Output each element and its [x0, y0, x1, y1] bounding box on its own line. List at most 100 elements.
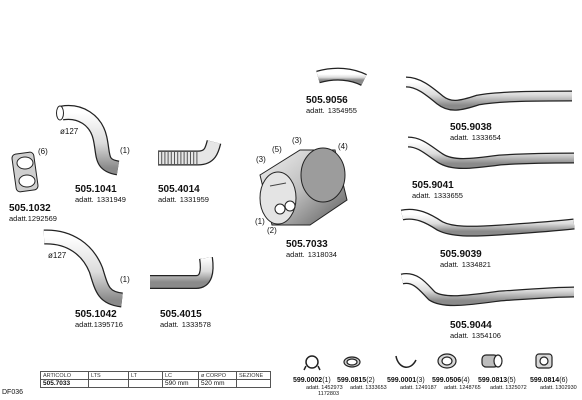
spec-table-row: 505.7033 590 mm 520 mm	[40, 379, 271, 388]
adatt-label: adatt.	[158, 195, 177, 204]
part-adatt: adatt.1333655	[412, 191, 463, 200]
spec-cell	[88, 379, 129, 388]
drawing-code: DF036	[2, 389, 24, 396]
adatt-number: 1318034	[307, 250, 337, 259]
spec-header-cell: LT	[128, 371, 163, 380]
part-505-4015-drawing	[150, 257, 214, 289]
spec-cell	[236, 379, 271, 388]
adatt-number: 1292569	[27, 214, 57, 223]
part-callout: (3)	[292, 136, 302, 145]
adatt-label: adatt.	[306, 106, 325, 115]
small-part-adatt: adatt. 1248765	[444, 385, 481, 391]
part-callout: (6)	[38, 147, 48, 156]
part-505-1041-drawing	[56, 104, 120, 176]
adatt-number: 1395716	[93, 320, 123, 329]
part-code: 505.4015	[160, 309, 202, 320]
gasket-icon	[437, 353, 457, 369]
small-part-adatt: adatt. 1249187	[400, 385, 437, 391]
part-505-7033-drawing	[259, 147, 348, 226]
flange-gasket-icon	[535, 353, 553, 369]
part-code: 505.1041	[75, 184, 117, 195]
small-part-code: 599.0002(1)	[293, 377, 331, 384]
adatt-label: adatt.	[160, 320, 179, 329]
spec-table-header: ARTICOLO LTS LT LC ø CORPO SEZIONE	[40, 371, 271, 380]
part-code: 505.9056	[306, 95, 348, 106]
part-code: 505.7033	[286, 239, 328, 250]
part-callout: ø127	[60, 127, 79, 136]
part-code: 505.1042	[75, 309, 117, 320]
part-505-4014-drawing	[158, 140, 222, 166]
adatt-number: 1333655	[433, 191, 463, 200]
part-adatt: adatt.1292569	[9, 214, 57, 223]
part-code: 505.9041	[412, 180, 454, 191]
part-callout: (1)	[255, 217, 265, 226]
adatt-number: 1333654	[471, 133, 501, 142]
part-adatt: adatt.1354955	[306, 106, 357, 115]
adatt-label: adatt.	[440, 260, 459, 269]
part-code: 505.9039	[440, 249, 482, 260]
adatt-label: adatt.	[450, 133, 469, 142]
part-callout: (1)	[120, 275, 130, 284]
part-callout: (1)	[120, 146, 130, 155]
part-callout: (2)	[267, 226, 277, 235]
part-callout: (3)	[256, 155, 266, 164]
small-part-adatt: adatt. 1452973	[306, 385, 343, 391]
spec-cell	[128, 379, 163, 388]
part-adatt: adatt.1334821	[440, 260, 491, 269]
spec-header-cell: LTS	[88, 371, 129, 380]
adatt-label: adatt.	[9, 214, 28, 223]
part-505-1042-drawing	[43, 229, 124, 308]
sleeve-icon	[481, 354, 503, 368]
small-part-adatt: adatt. 1325072	[490, 385, 527, 391]
adatt-number: 1354106	[471, 331, 501, 340]
strap-icon	[395, 355, 417, 368]
part-code: 505.9038	[450, 122, 492, 133]
adatt-label: adatt.	[75, 320, 94, 329]
spec-header-cell: ø CORPO	[198, 371, 237, 380]
part-adatt: adatt.1318034	[286, 250, 337, 259]
adatt-label: adatt.	[450, 331, 469, 340]
part-adatt: adatt.1333578	[160, 320, 211, 329]
part-code: 505.1032	[9, 203, 51, 214]
spec-header-cell: ARTICOLO	[40, 371, 89, 380]
part-callout: ø127	[48, 251, 67, 260]
small-part-adatt: adatt. 1333653	[350, 385, 387, 391]
adatt-label: adatt.	[75, 195, 94, 204]
adatt-number: 1331949	[96, 195, 126, 204]
adatt-number: 1333578	[181, 320, 211, 329]
part-505-9041-drawing	[407, 136, 575, 169]
spec-header-cell: SEZIONE	[236, 371, 271, 380]
part-adatt: adatt.1331949	[75, 195, 126, 204]
part-callout: (5)	[272, 145, 282, 154]
part-505-9044-drawing	[400, 273, 575, 307]
part-code: 505.9044	[450, 320, 492, 331]
adatt-label: adatt.	[286, 250, 305, 259]
part-adatt: adatt.1395716	[75, 320, 123, 329]
part-adatt: adatt.1354106	[450, 331, 501, 340]
pipe-clamp-icon	[303, 355, 321, 371]
small-part-code: 599.0814(6)	[530, 377, 568, 384]
spec-cell: 505.7033	[40, 379, 89, 388]
adatt-number: 1334821	[461, 260, 491, 269]
hose-clamp-icon	[343, 356, 361, 368]
adatt-number: 1331959	[179, 195, 209, 204]
spec-table: ARTICOLO LTS LT LC ø CORPO SEZIONE 505.7…	[40, 371, 271, 388]
small-part-code: 599.0506(4)	[432, 377, 470, 384]
part-adatt: adatt.1331959	[158, 195, 209, 204]
adatt-number: 1354955	[327, 106, 357, 115]
spec-header-cell: LC	[162, 371, 199, 380]
spec-cell: 520 mm	[198, 379, 237, 388]
small-part-code: 599.0001(3)	[387, 377, 425, 384]
part-505-9039-drawing	[400, 208, 575, 237]
small-part-adatt-2: 1172803	[318, 391, 340, 397]
part-code: 505.4014	[158, 184, 200, 195]
part-505-9056-drawing	[316, 67, 367, 86]
spec-cell: 590 mm	[162, 379, 199, 388]
part-callout: (4)	[338, 142, 348, 151]
adatt-label: adatt.	[412, 191, 431, 200]
part-505-9038-drawing	[405, 76, 573, 111]
part-adatt: adatt.1333654	[450, 133, 501, 142]
small-part-adatt: adatt. 1302930	[540, 385, 577, 391]
small-part-code: 599.0813(5)	[478, 377, 516, 384]
